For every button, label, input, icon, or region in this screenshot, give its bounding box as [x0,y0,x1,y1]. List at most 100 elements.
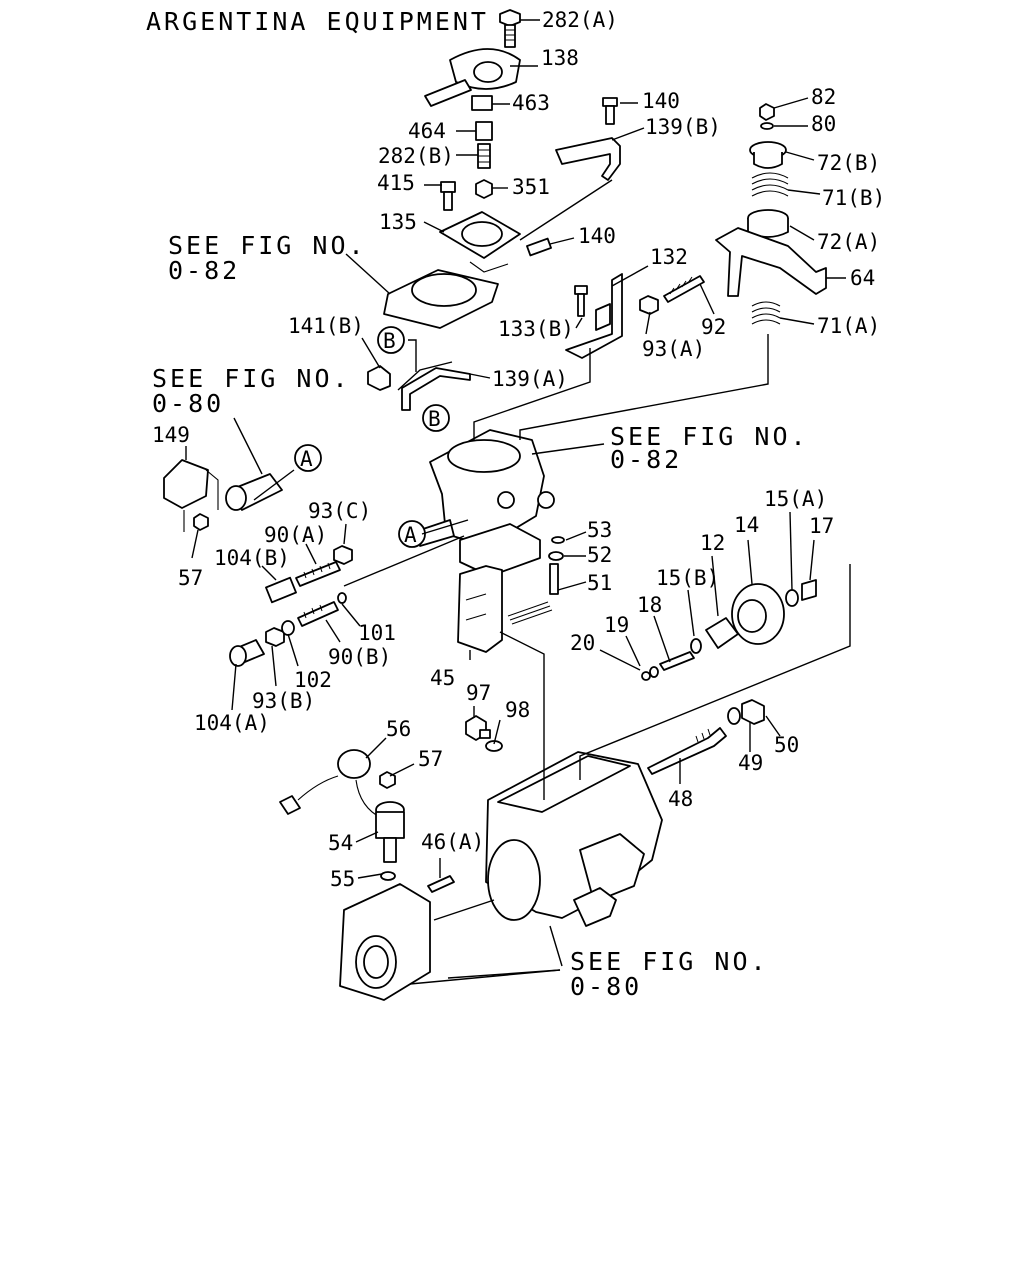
connector-valve [225,473,283,511]
label-132: 132 [650,245,688,269]
label-57-left: 57 [178,566,203,590]
pump-housing [485,751,663,927]
label-49: 49 [738,751,763,775]
nut-351 [475,179,493,199]
bolt-282a [499,9,521,48]
label-46a: 46(A) [421,830,484,854]
see-fig-080-bottom: SEE FIG NO. [570,947,769,976]
fig-080-left-number: 0-80 [152,389,224,418]
label-57-right: 57 [418,747,443,771]
fitting-104a [229,639,265,667]
gear-14 [731,583,785,645]
screw-415 [440,181,456,211]
oring-53 [551,536,565,544]
sensor-56 [279,749,387,821]
label-45: 45 [430,666,455,690]
bracket-139b [555,137,621,181]
upper-housing [419,429,555,577]
fig-082-right-number: 0-82 [610,445,682,474]
label-53: 53 [587,518,612,542]
label-351: 351 [512,175,550,199]
part-labels: 282(A) 138 463 464 282(B) 415 351 140 13… [152,8,885,891]
valve-51 [507,563,559,625]
washer-98 [485,740,503,752]
washer-102 [281,620,295,636]
marker-b-lower-label: B [428,407,441,431]
plate-135 [439,211,521,273]
switch-54 [375,801,405,863]
label-282a: 282(A) [542,8,618,32]
spring-71b [751,172,789,197]
see-fig-080-left: SEE FIG NO. [152,364,351,393]
label-19: 19 [604,613,629,637]
label-133b: 133(B) [498,317,574,341]
fig-080-bottom-number: 0-80 [570,972,642,1001]
fitting-104b [265,576,297,604]
marker-b-upper-label: B [383,329,396,353]
oring-101 [337,592,347,604]
label-93b: 93(B) [252,689,315,713]
label-18: 18 [637,593,662,617]
bolt-282b [477,143,491,169]
diaphragm-cover [383,269,499,329]
label-14: 14 [734,513,759,537]
screw-90b [297,601,339,627]
label-90b: 90(B) [328,645,391,669]
label-90a: 90(A) [264,523,327,547]
label-102: 102 [294,668,332,692]
label-282b: 282(B) [378,144,454,168]
marker-b-lower: B [422,404,450,432]
solenoid-149 [163,459,219,532]
label-71a: 71(A) [817,314,880,338]
nut-93b [265,627,285,647]
bushing-72b [749,141,787,169]
rotor-12 [705,617,739,649]
cap-138 [424,48,521,107]
label-55: 55 [330,867,355,891]
label-101: 101 [358,621,396,645]
label-139b: 139(B) [645,115,721,139]
see-fig-082-right: SEE FIG NO. [610,422,809,451]
label-104a: 104(A) [194,711,270,735]
clip-141b [367,365,391,391]
label-54: 54 [328,831,353,855]
diagram-title: ARGENTINA EQUIPMENT [146,7,489,36]
clip-20 [641,671,651,681]
screw-92 [663,275,705,303]
bracket-139a [401,367,471,411]
label-52: 52 [587,543,612,567]
marker-a-center-label: A [404,523,417,547]
label-56: 56 [386,717,411,741]
washer-49 [727,707,741,725]
screw-140-lower [526,237,552,257]
label-15a: 15(A) [764,487,827,511]
label-48: 48 [668,787,693,811]
nut-57-left [193,513,209,531]
marker-a-left: A [294,444,322,472]
label-72a: 72(A) [817,230,880,254]
nut-93a [639,295,659,315]
plate-17 [801,579,817,601]
label-93a: 93(A) [642,337,705,361]
label-15b: 15(B) [656,566,719,590]
label-72b: 72(B) [817,151,880,175]
label-98: 98 [505,698,530,722]
label-20: 20 [570,631,595,655]
label-12: 12 [700,531,725,555]
bracket-132 [565,273,623,359]
label-139a: 139(A) [492,367,568,391]
shaft-48 [647,727,727,775]
label-80: 80 [811,112,836,136]
bushing-72a [747,209,789,238]
sleeve-464 [475,121,493,141]
label-140-upper: 140 [642,89,680,113]
label-140-lower: 140 [578,224,616,248]
marker-a-center: A [398,520,426,548]
pin-18 [659,651,695,671]
label-464: 464 [408,119,446,143]
nut-50 [741,699,765,725]
lever-64 [715,227,827,297]
screw-90a [295,561,341,587]
label-138: 138 [541,46,579,70]
